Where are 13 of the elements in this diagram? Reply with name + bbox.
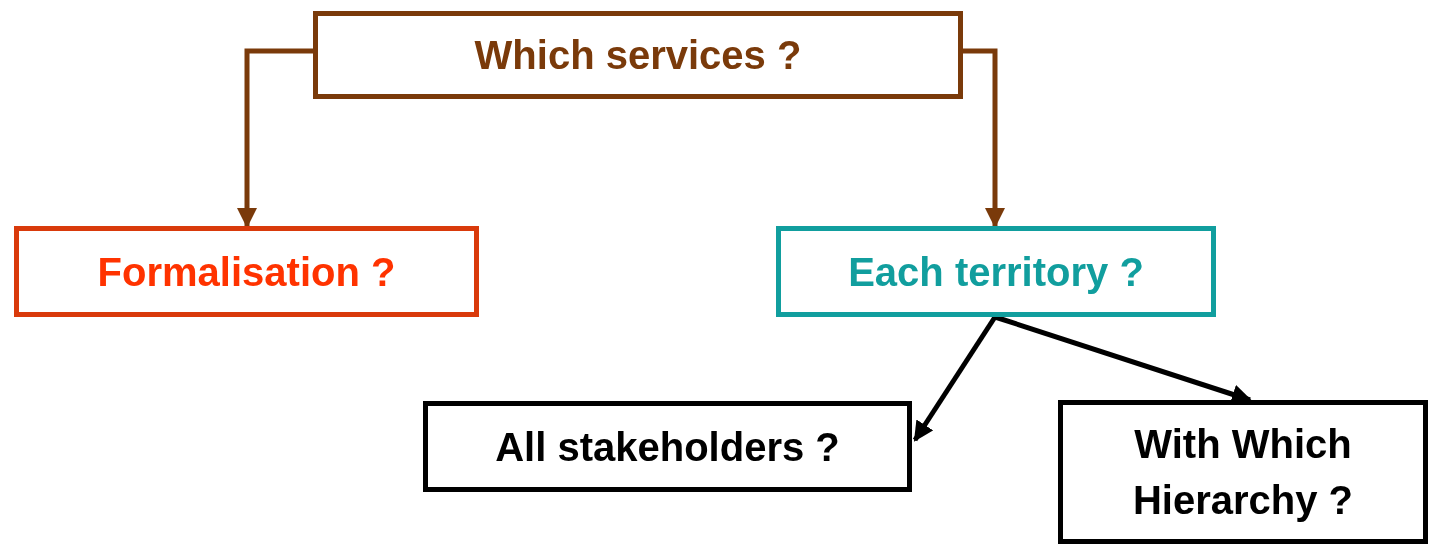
- question-text: Each territory ?: [848, 248, 1144, 296]
- question-text: All stakeholders ?: [495, 423, 840, 471]
- arrow: [237, 48, 313, 228]
- question-text: Which services ?: [474, 32, 802, 79]
- arrow: [912, 315, 998, 442]
- question-text: With Which Hierarchy ?: [1131, 421, 1355, 524]
- question-box: [14, 226, 479, 317]
- question-box: [776, 226, 1216, 317]
- question-box: [423, 401, 912, 492]
- question-text: Formalisation ?: [97, 248, 396, 296]
- arrow: [963, 48, 1005, 228]
- question-box: [1058, 400, 1428, 544]
- question-box: [313, 11, 963, 99]
